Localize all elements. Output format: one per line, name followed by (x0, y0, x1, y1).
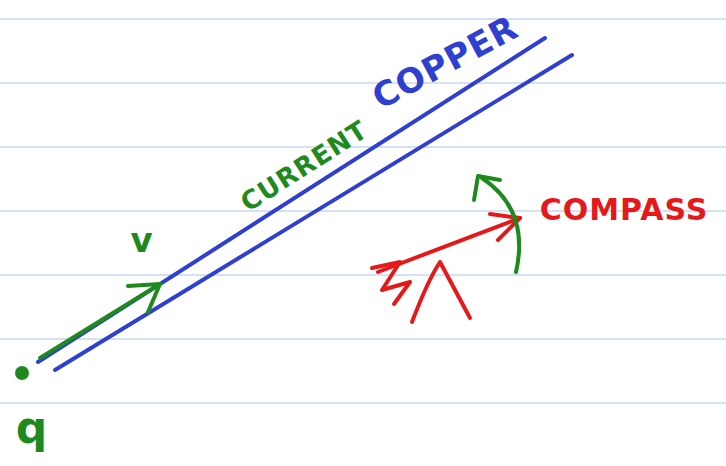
copper-wire (38, 38, 572, 370)
current-label: CURRENT (236, 116, 372, 216)
charge-label: q (16, 406, 49, 450)
ruled-lines (0, 19, 726, 403)
velocity-label: v (130, 223, 153, 257)
rotation-arrow (474, 176, 519, 272)
velocity-arrow (40, 284, 160, 358)
compass-needle (372, 214, 520, 322)
compass-label: COMPASS (540, 195, 709, 225)
charge-dot (15, 366, 29, 380)
